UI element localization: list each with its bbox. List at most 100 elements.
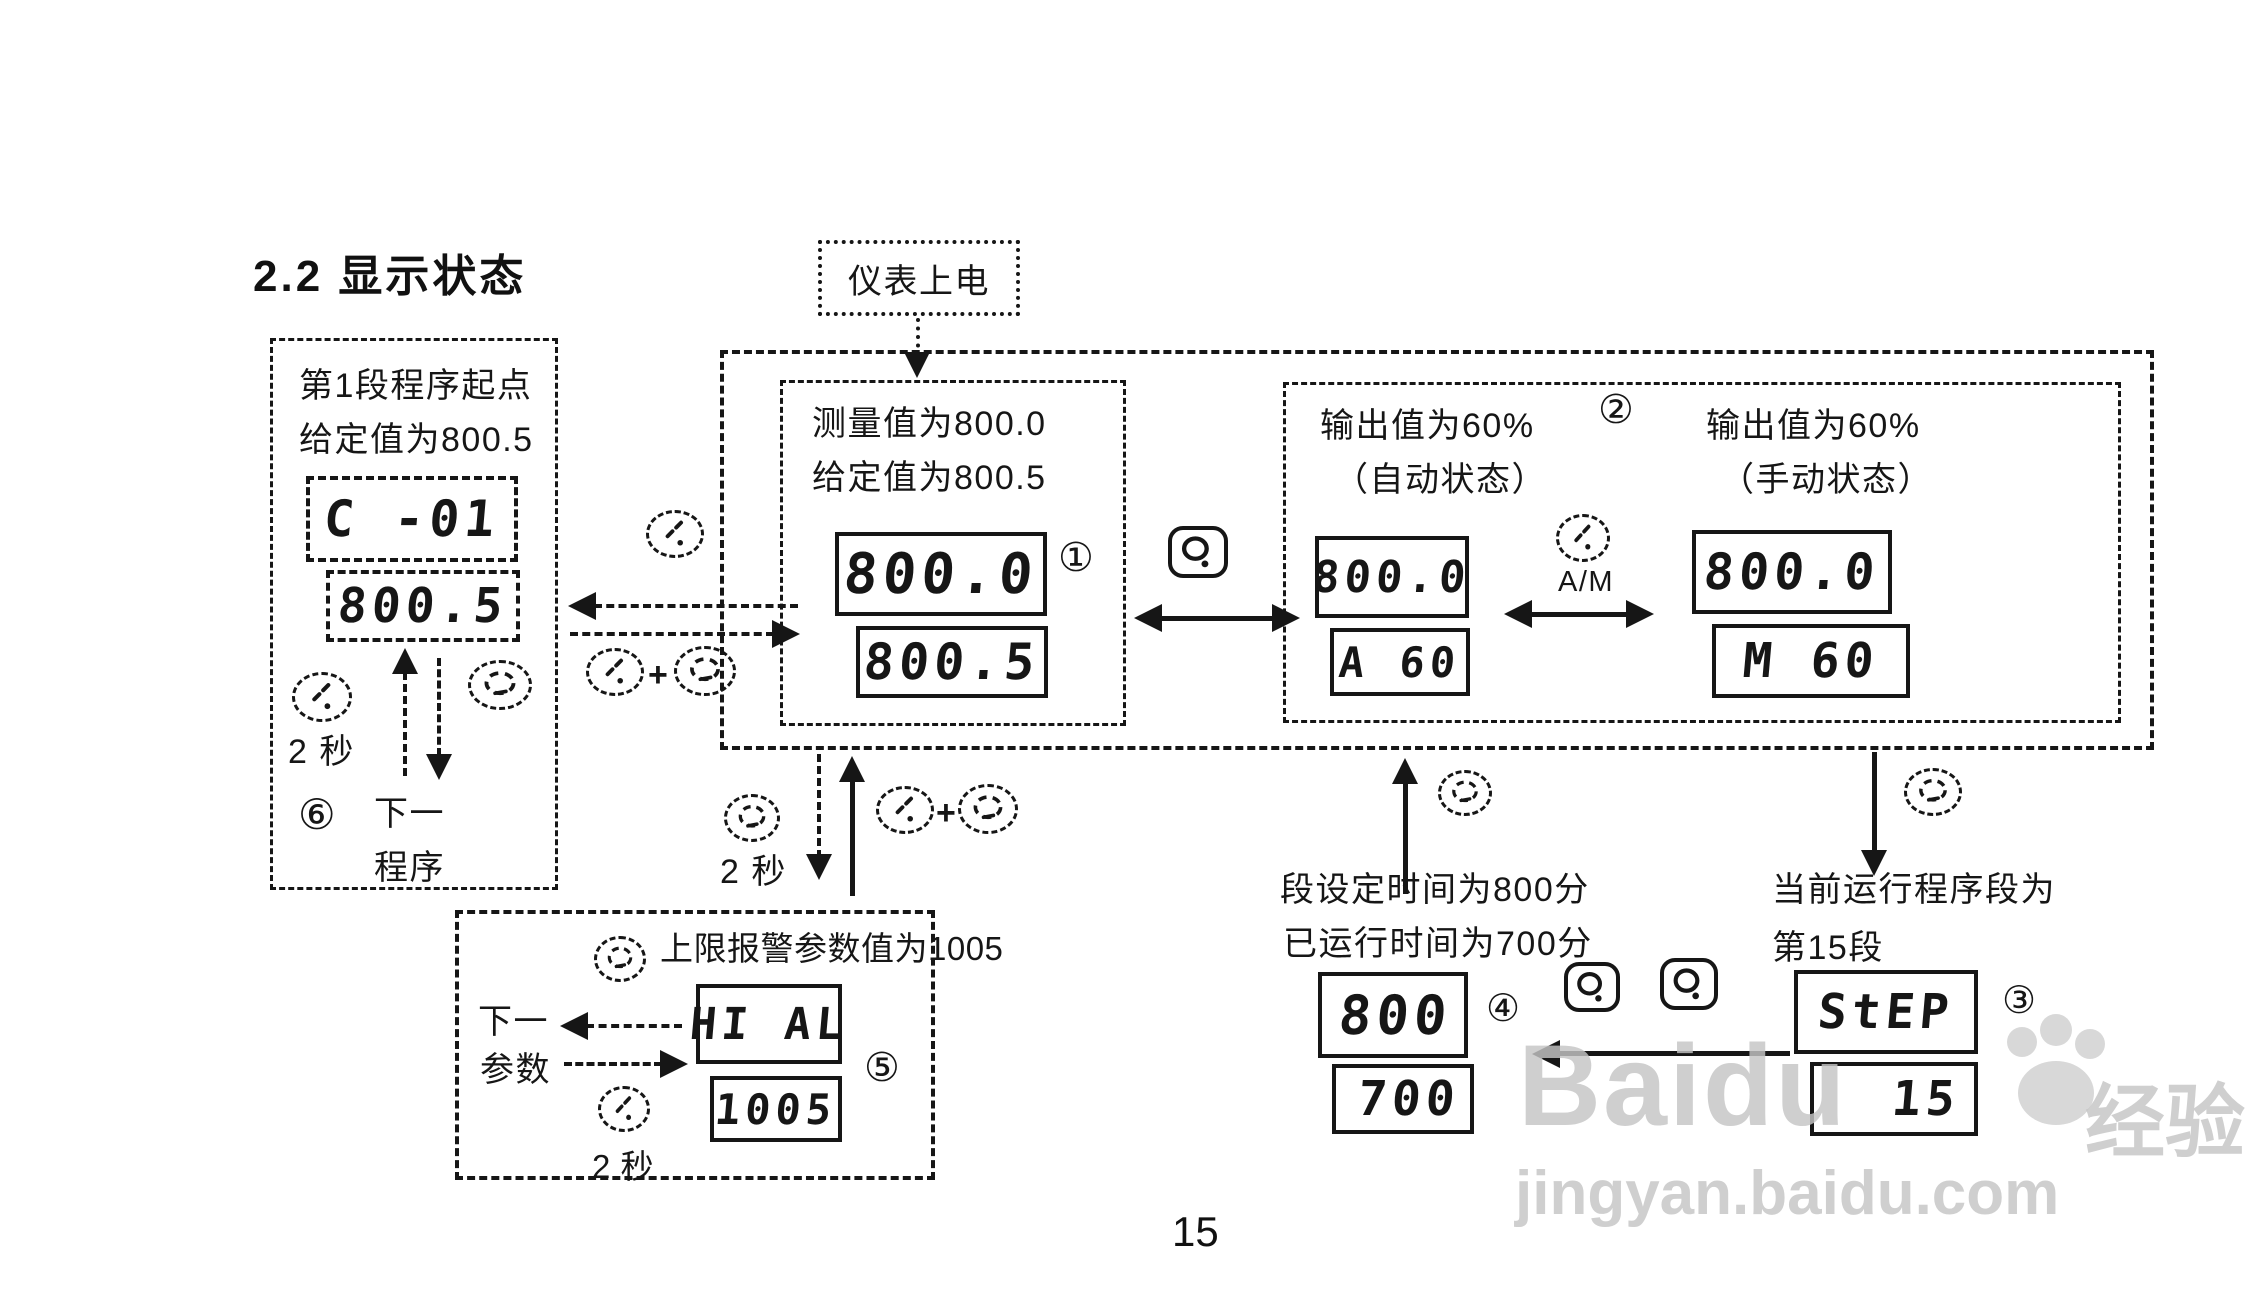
- state3-badge: ③: [2002, 980, 2037, 1022]
- arrow-s6-up-shaft: [403, 672, 407, 776]
- hold-2s-label: 2 秒: [720, 853, 787, 891]
- arrow-s6-s1-head: [772, 620, 800, 648]
- watermark-brand: Baidu: [1518, 1022, 1848, 1150]
- plus-sign: +: [936, 794, 956, 832]
- state6-hold-label: 2 秒: [288, 733, 355, 771]
- state6-box: [270, 338, 558, 890]
- state5-next-line2: 参数: [480, 1051, 551, 1089]
- state6-next-line1: 下一: [374, 795, 445, 833]
- arrow-s6-down-head: [426, 754, 452, 780]
- arrow-s6-up-head: [392, 648, 418, 674]
- state1-badge: ①: [1058, 536, 1094, 580]
- am-key-icon: [1556, 514, 1610, 562]
- state1-sv-display: 800.5: [856, 626, 1048, 698]
- shift-key-icon: [674, 646, 736, 696]
- arrow-s2-s3-shaft: [1872, 752, 1877, 856]
- am-key-label: A/M: [1558, 566, 1615, 598]
- state4-lower-value: 700: [1355, 1071, 1463, 1127]
- power-arrow-line: [916, 318, 920, 356]
- plus-sign: +: [648, 656, 668, 694]
- power-on-box: 仪表上电: [818, 240, 1020, 316]
- set-key-icon: [598, 1086, 650, 1132]
- state4-upper-value: 800: [1336, 983, 1455, 1047]
- state5-upper-display: HI AL: [688, 984, 850, 1064]
- state6-next-line2: 程序: [374, 849, 445, 887]
- arrow-s2-s3-head: [1861, 850, 1887, 876]
- set-key-icon: [586, 648, 644, 696]
- set-key-icon: [646, 510, 704, 558]
- arrow-auto-manual-right-head: [1626, 600, 1654, 628]
- arrow-s1-s2-left-head: [1134, 604, 1162, 632]
- state3-upper-display: StEP: [1794, 970, 1978, 1054]
- state3-line2: 第15段: [1772, 929, 1884, 967]
- shift-key-icon: [594, 936, 646, 982]
- arrow-s3-s4-head: [1532, 1040, 1560, 1068]
- state2-auto-out-value: A 60: [1337, 637, 1463, 687]
- arrow-auto-manual-shaft: [1530, 612, 1630, 617]
- state6-lower-value: 800.5: [335, 578, 511, 634]
- cycle-key-icon: [1564, 962, 1620, 1012]
- state3-line1: 当前运行程序段为: [1772, 871, 2056, 909]
- state2-manual-pv-display: 800.0: [1692, 530, 1892, 614]
- state5-next-line1: 下一: [478, 1003, 549, 1041]
- power-arrow-head: [904, 352, 930, 378]
- arrow-s5-prev-shaft: [586, 1024, 682, 1028]
- cycle-key-icon: [1660, 958, 1718, 1010]
- state2-auto-line1: 输出值为60%: [1320, 407, 1535, 445]
- state5-lower-value: 1005: [713, 1084, 839, 1134]
- state4-badge: ④: [1486, 988, 1521, 1030]
- arrow-s1-s5-shaft: [817, 754, 821, 858]
- state6-upper-value: C -01: [321, 490, 503, 548]
- state5-title: 上限报警参数值为1005: [660, 930, 1004, 967]
- arrow-s1-s6-head: [568, 592, 596, 620]
- state4-upper-display: 800: [1318, 972, 1468, 1058]
- state6-line2: 给定值为800.5: [299, 421, 534, 459]
- arrow-auto-manual-left-head: [1504, 600, 1532, 628]
- state2-auto-pv-value: 800.0: [1311, 551, 1473, 603]
- state2-box: [1283, 382, 2121, 723]
- state2-auto-out-display: A 60: [1330, 628, 1470, 696]
- set-key-icon: [292, 672, 352, 722]
- state2-manual-pv-value: 800.0: [1701, 543, 1883, 601]
- state2-auto-pv-display: 800.0: [1311, 536, 1473, 618]
- cycle-key-icon: [1168, 526, 1228, 578]
- arrow-s1-s2-right-head: [1272, 604, 1300, 632]
- arrow-s4-s2-head: [1392, 758, 1418, 784]
- shift-key-icon: [468, 660, 532, 710]
- state4-lower-display: 700: [1332, 1064, 1474, 1134]
- state1-line2: 给定值为800.5: [812, 459, 1047, 497]
- state2-manual-line1: 输出值为60%: [1706, 407, 1921, 445]
- page-number: 15: [1172, 1208, 1219, 1255]
- state6-badge: ⑥: [298, 791, 336, 838]
- state6-lower-display: 800.5: [326, 570, 520, 642]
- state3-lower-value: 15: [1889, 1071, 1963, 1127]
- arrow-s5-prev-head: [560, 1012, 588, 1040]
- paw-watermark-icon: [1984, 1008, 2124, 1138]
- arrow-s5-next-head: [660, 1050, 688, 1078]
- arrow-s3-s4-shaft: [1558, 1051, 1790, 1056]
- state2-manual-out-display: M 60: [1712, 624, 1910, 698]
- arrow-s1-s5-head: [806, 854, 832, 880]
- state2-auto-line2: （自动状态）: [1334, 461, 1547, 499]
- state6-upper-display: C -01: [306, 476, 518, 562]
- arrow-s5-s1-shaft: [850, 780, 855, 896]
- state1-line1: 测量值为800.0: [812, 405, 1047, 443]
- shift-key-icon: [958, 784, 1018, 834]
- state5-hold-label: 2 秒: [592, 1148, 655, 1185]
- shift-key-icon: [724, 794, 780, 842]
- state5-upper-value: HI AL: [688, 998, 850, 1050]
- state1-pv-value: 800.0: [841, 541, 1041, 607]
- arrow-s4-s2-shaft: [1403, 782, 1408, 894]
- state5-box: [455, 910, 935, 1180]
- arrow-s6-down-shaft: [437, 658, 441, 756]
- state4-line2: 已运行时间为700分: [1283, 925, 1593, 963]
- state2-manual-out-value: M 60: [1740, 633, 1882, 689]
- state5-lower-display: 1005: [710, 1076, 842, 1142]
- state1-sv-value: 800.5: [861, 633, 1043, 691]
- arrow-s5-s1-head: [839, 756, 865, 782]
- state3-lower-display: 15: [1810, 1062, 1978, 1136]
- watermark-brand-suffix: 经验: [2085, 1078, 2245, 1167]
- state2-manual-line2: （手动状态）: [1720, 461, 1933, 499]
- state1-pv-display: 800.0: [835, 532, 1047, 616]
- section-title: 2.2 显示状态: [253, 252, 527, 301]
